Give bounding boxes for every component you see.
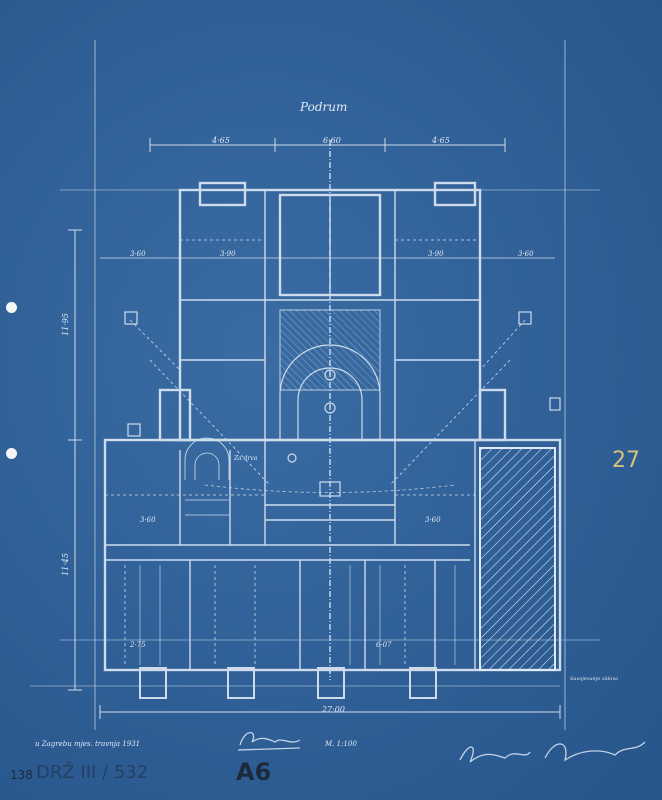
hatched-slab-right [479, 447, 556, 671]
dimension-top-right: 4·65 [432, 136, 450, 145]
archive-code: A6 [236, 758, 272, 786]
room-note: Za drva [234, 455, 258, 462]
inner-walls [105, 190, 480, 670]
dimension-row-left: 3·60 [130, 250, 146, 258]
dimension-left-vertical-upper: 11·95 [60, 313, 70, 336]
archive-pencil-note: DRŽ III / 532 [36, 762, 149, 783]
dimension-top-left: 4·65 [212, 136, 230, 145]
dimension-lower-left: 3·60 [140, 516, 156, 524]
signature-left [237, 731, 301, 751]
dimension-row-mid-right: 3·90 [428, 250, 444, 258]
foundation-blocks [139, 667, 437, 699]
archive-stamp: 138 [10, 768, 33, 782]
dimension-top-center: 6·60 [323, 136, 341, 145]
scale-label: M. 1:100 [325, 740, 357, 748]
dimension-bottom-right: 6·07 [376, 641, 392, 649]
outer-walls [103, 181, 562, 672]
plan-title: Podrum [300, 100, 348, 114]
binder-hole-bottom [6, 448, 17, 459]
hatched-landing [279, 309, 381, 391]
place-date: u Zagrebu mjes. travnja 1931 [35, 740, 141, 748]
dimension-left-vertical-lower: 11·45 [60, 553, 70, 576]
side-note: Savojevanje zidova [570, 676, 619, 682]
sheet-number: 27 [612, 448, 640, 473]
dimension-overall-width: 27·00 [322, 705, 345, 714]
binder-hole-top [6, 302, 17, 313]
dimension-row-mid-left: 3·90 [220, 250, 236, 258]
dimension-row-right: 3·60 [518, 250, 534, 258]
dimension-bottom-left: 2·75 [130, 641, 146, 649]
dimension-lower-right: 3·60 [425, 516, 441, 524]
signature-right [459, 741, 646, 763]
